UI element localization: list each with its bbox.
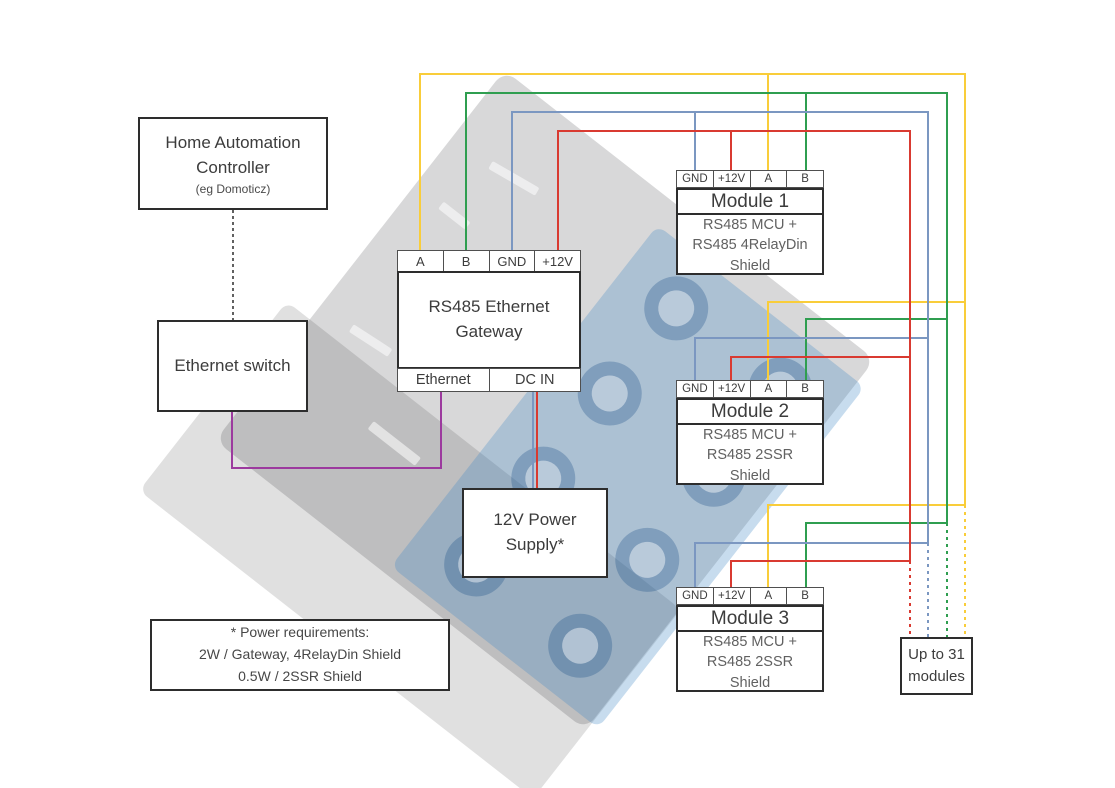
module2-title: Module 2 (678, 400, 822, 425)
gateway-terminal-row: A B GND +12V (397, 250, 581, 272)
ethernet-switch-label: Ethernet switch (174, 355, 291, 375)
expansion-label: Up to 31 modules (908, 646, 965, 685)
wire-b-bus (465, 92, 948, 587)
power-requirements-note: * Power requirements: 2W / Gateway, 4Rel… (150, 619, 450, 691)
controller-subtitle: (eg Domoticz) (195, 182, 271, 197)
module3-terminal-row: GND +12V A B (676, 587, 824, 605)
gateway-port-row: Ethernet DC IN (397, 368, 581, 392)
module1-title: Module 1 (678, 190, 822, 215)
gateway-box: RS485 Ethernet Gateway (397, 271, 581, 369)
note-line-2: 2W / Gateway, 4RelayDin Shield (198, 646, 402, 663)
module1-terminal-12v: +12V (712, 171, 750, 187)
module3-description: RS485 MCU + RS485 2SSR Shield (703, 634, 797, 691)
home-automation-controller-box: Home Automation Controller (eg Domoticz) (138, 117, 328, 210)
module3-terminal-a: A (749, 588, 787, 604)
module2-terminal-row: GND +12V A B (676, 380, 824, 398)
power-supply-label: 12V Power Supply* (493, 510, 577, 554)
wire-gnd-bus (511, 111, 929, 587)
gateway-terminal-gnd: GND (488, 251, 535, 271)
module2-terminal-b: B (786, 381, 823, 397)
module2-terminal-gnd: GND (682, 383, 708, 395)
ethernet-switch-box: Ethernet switch (157, 320, 308, 412)
gateway-port-ethernet: Ethernet (415, 372, 471, 388)
module2-terminal-12v: +12V (712, 381, 750, 397)
module1-description: RS485 MCU + RS485 4RelayDin Shield (692, 217, 808, 274)
wire-a-bus (419, 73, 966, 587)
module3-terminal-b: B (786, 588, 823, 604)
power-supply-box: 12V Power Supply* (462, 488, 608, 578)
wire-gnd-module2-branch (694, 337, 928, 380)
gateway-terminal-a: A (416, 253, 425, 269)
module2-description: RS485 MCU + RS485 2SSR Shield (703, 427, 797, 484)
module3-terminal-12v: +12V (712, 588, 750, 604)
gateway-title: RS485 Ethernet Gateway (428, 297, 550, 341)
controller-title: Home Automation Controller (165, 132, 301, 177)
module3-terminal-gnd: GND (682, 590, 708, 602)
module1-terminal-a: A (749, 171, 787, 187)
wire-12v-bus (557, 130, 911, 587)
expansion-note-box: Up to 31 modules (900, 637, 973, 695)
module3-box: Module 3 RS485 MCU + RS485 2SSR Shield (676, 605, 824, 692)
note-line-1: * Power requirements: (230, 624, 370, 641)
wire-12v-module2-branch (730, 356, 910, 380)
module1-box: Module 1 RS485 MCU + RS485 4RelayDin Shi… (676, 188, 824, 275)
module3-title: Module 3 (678, 607, 822, 632)
gateway-port-dcin: DC IN (488, 369, 581, 391)
module2-box: Module 2 RS485 MCU + RS485 2SSR Shield (676, 398, 824, 485)
wire-b-module2-branch (805, 318, 947, 380)
note-line-3: 0.5W / 2SSR Shield (238, 667, 362, 684)
gateway-terminal-12v: +12V (534, 251, 580, 271)
module1-terminal-gnd: GND (682, 173, 708, 185)
gateway-terminal-b: B (442, 251, 489, 271)
wire-ethernet-cable (231, 392, 442, 469)
wire-a-module2-branch (767, 301, 965, 380)
module1-terminal-b: B (786, 171, 823, 187)
module1-terminal-row: GND +12V A B (676, 170, 824, 188)
module2-terminal-a: A (749, 381, 787, 397)
